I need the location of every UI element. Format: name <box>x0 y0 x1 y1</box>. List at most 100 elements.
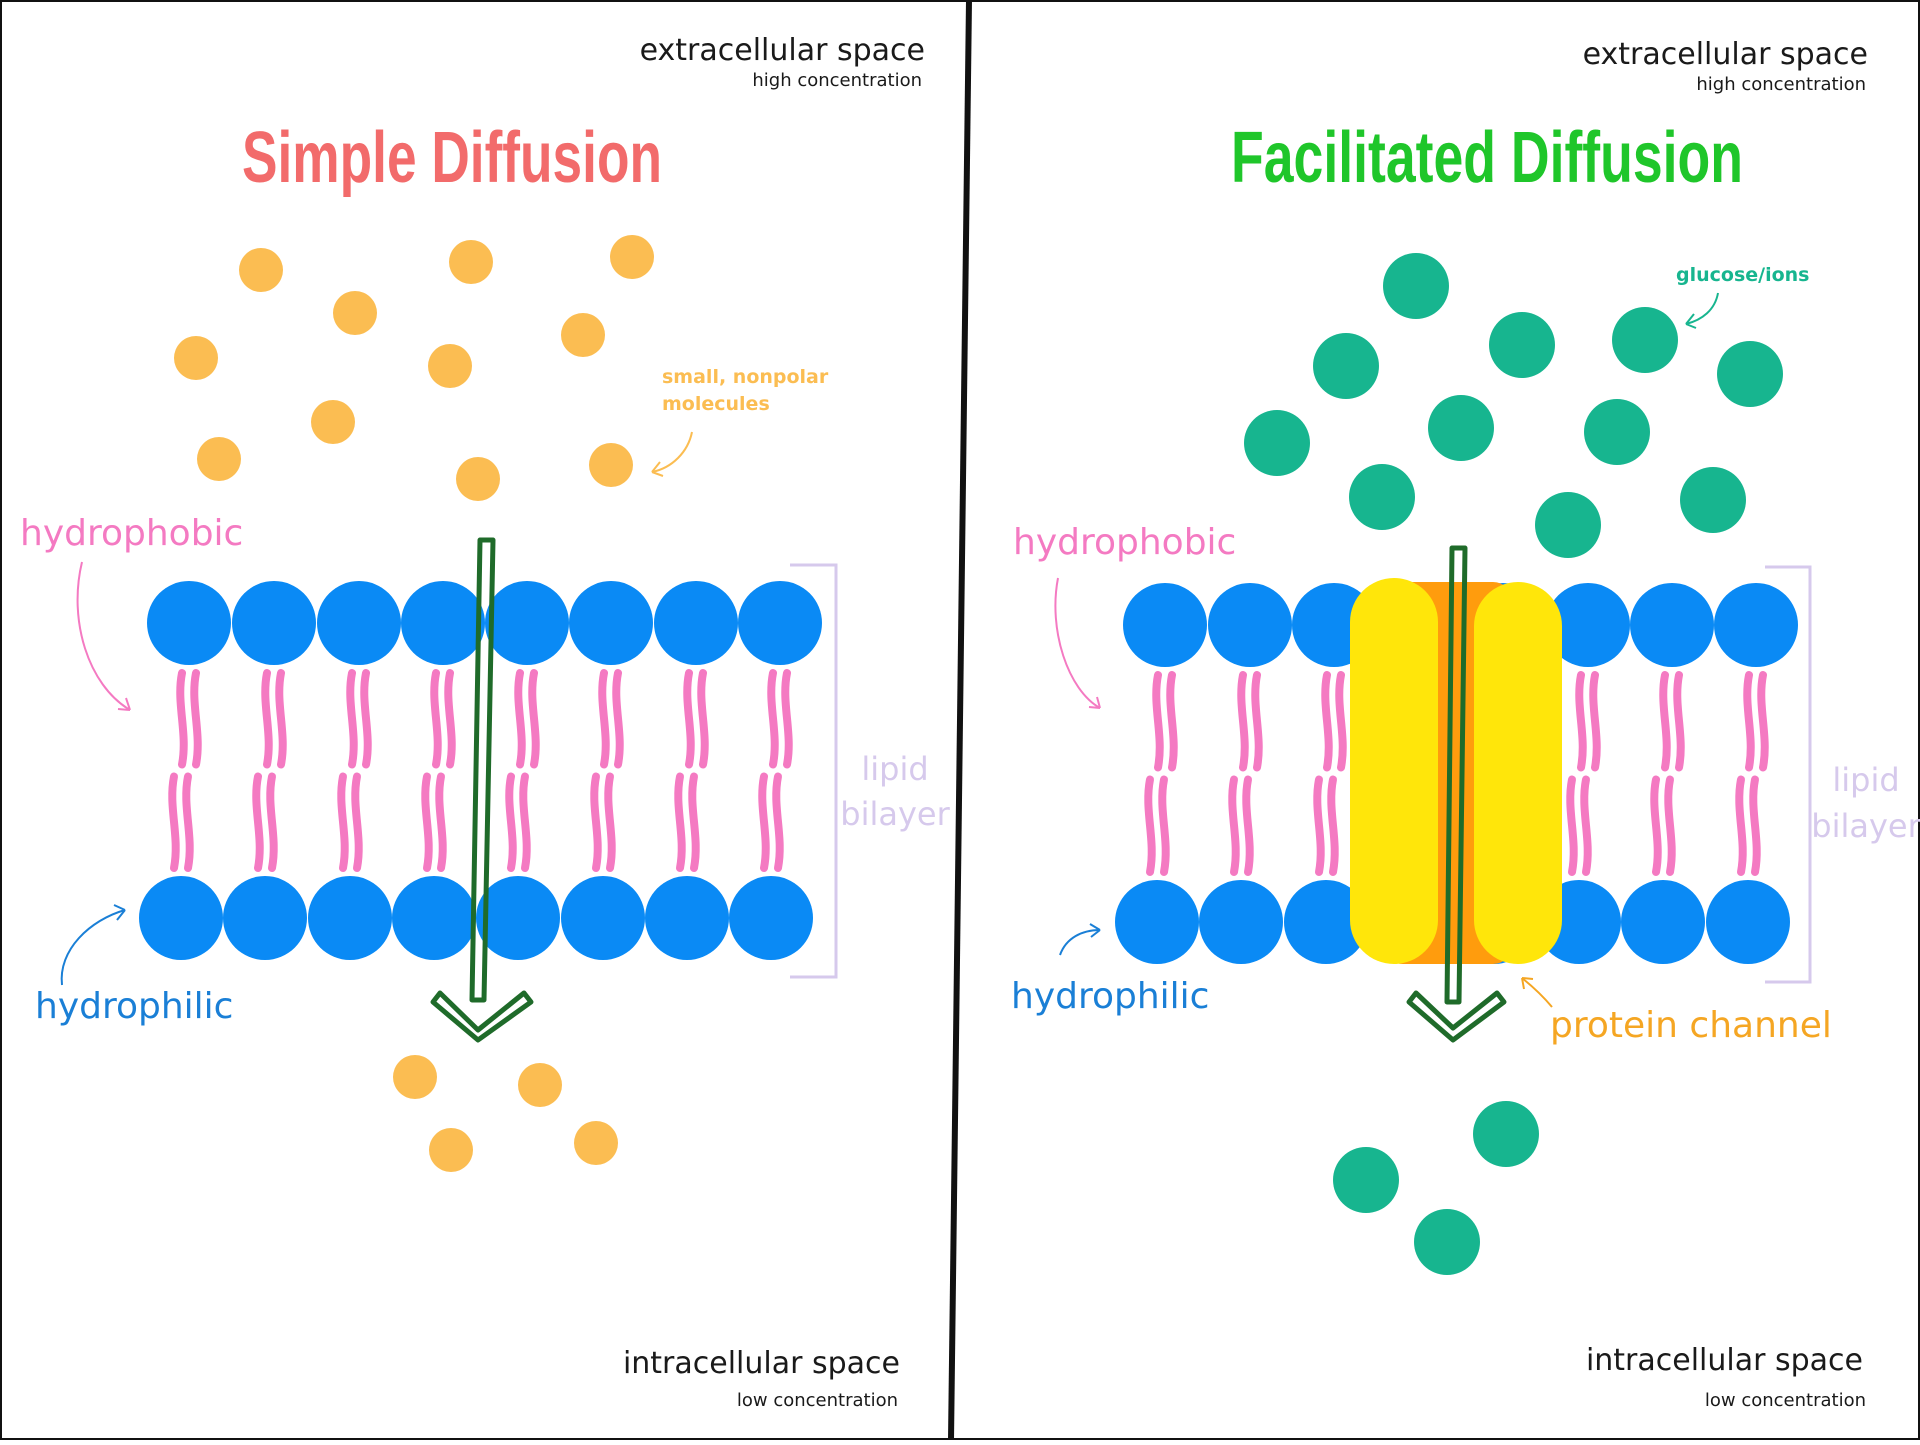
protein-channel-label: protein channel <box>1550 1005 1832 1046</box>
protein-channel-right-subunit <box>1474 582 1562 964</box>
small-molecule <box>311 400 355 444</box>
phospholipid-head <box>645 876 729 960</box>
glucose-molecule <box>1313 333 1379 399</box>
lipid-tail <box>1566 775 1578 876</box>
right-hydrophilic-label: hydrophilic <box>1011 976 1209 1017</box>
small-molecule <box>561 313 605 357</box>
curved-arrow-icon <box>60 909 126 986</box>
lipid-tail <box>1580 775 1592 876</box>
lipid-tail <box>1158 775 1170 876</box>
glucose-molecule <box>1473 1101 1539 1167</box>
lipid-tail <box>604 772 616 872</box>
glucose-molecule <box>1414 1209 1480 1275</box>
phospholipid-head <box>1115 880 1199 964</box>
lipid-tail <box>1757 671 1769 772</box>
phospholipid-head <box>476 876 560 960</box>
lipid-tail <box>1152 671 1164 772</box>
curved-arrow-icon <box>1088 696 1101 709</box>
lipid-tail <box>758 772 770 872</box>
small-molecules-label-line2: molecules <box>662 393 770 415</box>
small-molecules-above <box>174 235 654 501</box>
phospholipid-head <box>1284 880 1368 964</box>
small-molecule <box>610 235 654 279</box>
curved-arrow-icon <box>117 697 131 711</box>
phospholipid-head <box>729 876 813 960</box>
lipid-tail <box>505 772 517 872</box>
lipid-tail <box>1144 775 1156 876</box>
phospholipid-head <box>1630 583 1714 667</box>
right-bilayer-label-line1: lipid <box>1832 761 1899 799</box>
lipid-tail <box>360 669 372 769</box>
glucose-molecule <box>1717 341 1783 407</box>
curved-arrow-icon <box>1685 292 1719 325</box>
phospholipid-head <box>223 876 307 960</box>
small-molecule <box>428 344 472 388</box>
right-extracellular-sub: high concentration <box>1696 74 1866 95</box>
phospholipid-head <box>738 581 822 665</box>
phospholipid-head <box>147 581 231 665</box>
lipid-tail <box>514 669 526 769</box>
lipid-tail <box>182 772 194 872</box>
left-intracellular-sub: low concentration <box>737 1390 898 1411</box>
lipid-tail <box>697 669 709 769</box>
glucose-molecule <box>1489 312 1555 378</box>
lipid-tail <box>252 772 264 872</box>
small-molecule <box>239 248 283 292</box>
lipid-tail <box>612 669 624 769</box>
facilitated-diffusion-title: Facilitated Diffusion <box>1231 118 1743 198</box>
phospholipid-head <box>1706 880 1790 964</box>
left-bilayer-label-line1: lipid <box>861 750 928 788</box>
phospholipid-head <box>317 581 401 665</box>
phospholipid-head <box>1208 583 1292 667</box>
right-intracellular-sub: low concentration <box>1705 1390 1866 1411</box>
lipid-tail <box>435 772 447 872</box>
lipid-tail <box>261 669 273 769</box>
phospholipid-head <box>232 581 316 665</box>
phospholipid-head <box>1621 880 1705 964</box>
small-molecule <box>174 336 218 380</box>
lipid-tail <box>444 669 456 769</box>
lipid-tail <box>351 772 363 872</box>
lipid-tail <box>528 669 540 769</box>
small-molecules-below <box>393 1055 618 1172</box>
small-molecule <box>518 1063 562 1107</box>
glucose-ions-label: glucose/ions <box>1676 264 1810 286</box>
right-hydrophobic-label: hydrophobic <box>1013 522 1236 563</box>
left-lipid-bilayer <box>139 581 822 960</box>
curved-arrow-icon <box>1059 929 1101 956</box>
bilayer-bracket <box>790 563 838 979</box>
lipid-tail <box>1575 671 1587 772</box>
lipid-tail <box>781 669 793 769</box>
lipid-tail <box>767 669 779 769</box>
lipid-tail <box>1749 775 1761 876</box>
glucose-molecule <box>1383 253 1449 319</box>
lipid-tail <box>1237 671 1249 772</box>
lipid-tail <box>1313 775 1325 876</box>
phospholipid-head <box>401 581 485 665</box>
glucose-molecules-above <box>1244 253 1783 558</box>
small-molecules-label-line1: small, nonpolar <box>662 366 829 388</box>
phospholipid-head <box>1123 583 1207 667</box>
bilayer-bracket <box>1765 565 1812 984</box>
left-hydrophilic-label: hydrophilic <box>35 986 233 1027</box>
small-molecule <box>393 1055 437 1099</box>
lipid-tail <box>430 669 442 769</box>
lipid-tail <box>1251 671 1263 772</box>
lipid-tail <box>598 669 610 769</box>
right-extracellular-title: extracellular space <box>1583 37 1868 72</box>
lipid-tail <box>346 669 358 769</box>
lipid-tail <box>1735 775 1747 876</box>
lipid-tail <box>1659 671 1671 772</box>
lipid-tail <box>176 669 188 769</box>
lipid-tail <box>683 669 695 769</box>
lipid-tail <box>1335 671 1347 772</box>
lipid-tail <box>688 772 700 872</box>
glucose-molecule <box>1680 467 1746 533</box>
curved-arrow-icon <box>76 561 131 711</box>
glucose-molecule <box>1333 1147 1399 1213</box>
curved-arrow-icon <box>1521 977 1534 990</box>
curved-arrow-icon <box>1089 923 1101 938</box>
lipid-tail <box>519 772 531 872</box>
small-molecule <box>456 457 500 501</box>
glucose-molecule <box>1349 464 1415 530</box>
